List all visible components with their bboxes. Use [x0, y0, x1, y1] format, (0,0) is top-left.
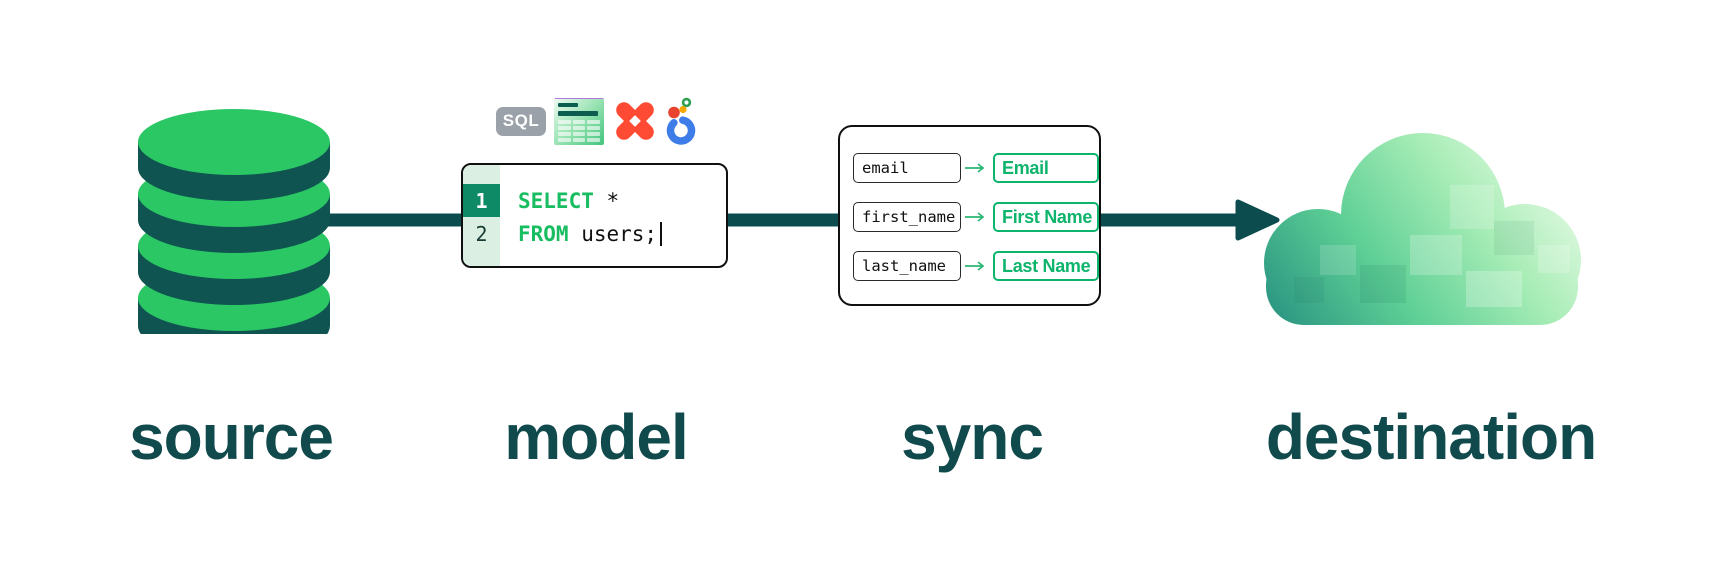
destination-field-box: Email — [993, 153, 1099, 183]
sql-text: users; — [568, 221, 658, 246]
mapping-row-last-name: last_name Last Name — [853, 251, 1099, 281]
sql-code-block: 1 2 SELECT * FROM users; — [461, 163, 728, 268]
source-field-box: first_name — [853, 202, 961, 232]
stage-label-destination: destination — [1265, 401, 1597, 473]
code-editor-lines: SELECT * FROM users; — [500, 165, 726, 266]
flow-arrow — [250, 199, 1280, 241]
looker-icon — [666, 97, 696, 145]
mapping-arrow-icon — [965, 261, 985, 271]
stage-label-model: model — [504, 401, 688, 473]
sql-keyword: FROM — [518, 221, 569, 246]
destination-field-box: Last Name — [993, 251, 1099, 281]
code-line-2: FROM users; — [518, 217, 726, 250]
database-cylinder-icon — [138, 109, 330, 334]
text-cursor — [660, 221, 663, 246]
field-mapping-box: email Email first_name First Name last_n… — [838, 125, 1101, 306]
sql-text: * — [593, 188, 620, 213]
line-number-1: 1 — [463, 184, 500, 217]
mapping-arrow-icon — [965, 163, 985, 173]
source-field-box: email — [853, 153, 961, 183]
sql-keyword: SELECT — [518, 188, 594, 213]
mapping-arrow-icon — [965, 212, 985, 222]
sql-badge-icon: SQL — [496, 106, 546, 136]
model-tool-icons: SQL — [496, 95, 696, 147]
cloud-pixel-texture — [1294, 185, 1570, 307]
line-number-gutter: 1 2 — [463, 165, 500, 266]
destination-field-box: First Name — [993, 202, 1099, 232]
cloud-icon — [1264, 133, 1581, 325]
stage-label-source: source — [129, 401, 334, 473]
code-line-1: SELECT * — [518, 184, 726, 217]
stage-label-sync: sync — [901, 401, 1044, 473]
source-field-box: last_name — [853, 251, 961, 281]
mapping-row-first-name: first_name First Name — [853, 202, 1099, 232]
dbt-icon — [616, 102, 654, 140]
mapping-row-email: email Email — [853, 153, 1099, 183]
line-number-2: 2 — [475, 221, 488, 246]
spreadsheet-icon — [554, 97, 604, 145]
